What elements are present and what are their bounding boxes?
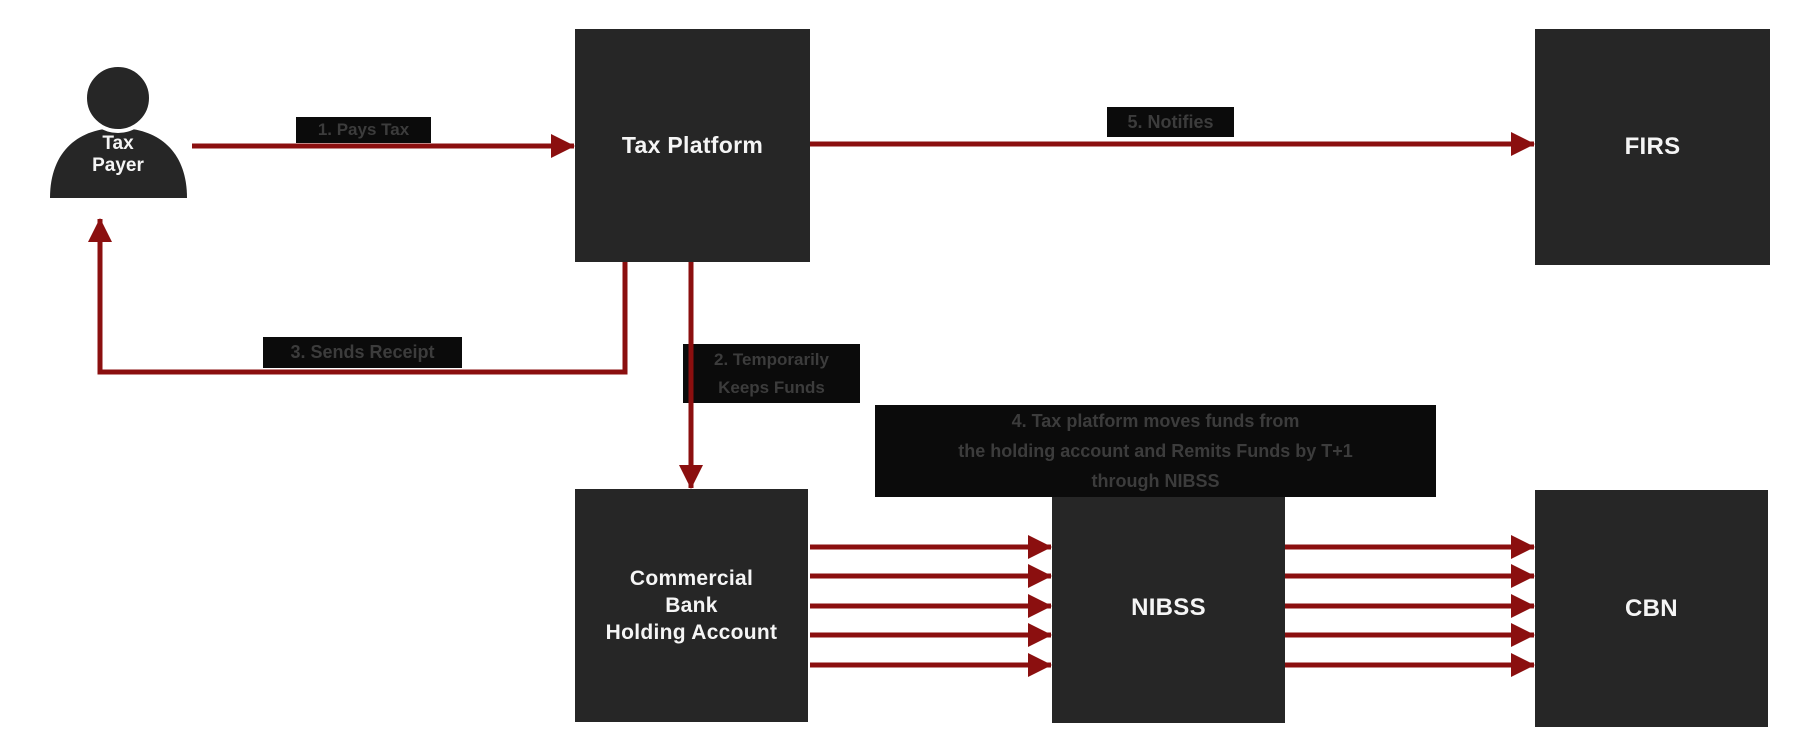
- node-firs-label: FIRS: [1624, 133, 1681, 160]
- person-body-shape: [50, 128, 187, 198]
- person-icon: [50, 63, 187, 198]
- edge-label-pays-tax: 1. Pays Tax: [296, 117, 431, 143]
- node-cbn-label: CBN: [1625, 594, 1678, 622]
- node-nibss: NIBSS: [1052, 492, 1285, 723]
- node-cbn: CBN: [1535, 490, 1768, 727]
- node-commercial-bank-label: Commercial Bank Holding Account: [605, 567, 778, 644]
- node-firs: FIRS: [1535, 29, 1770, 265]
- node-nibss-label: NIBSS: [1131, 593, 1206, 621]
- node-tax-payer-label: Tax Payer: [92, 133, 144, 176]
- edge-label-notifies: 5. Notifies: [1107, 107, 1234, 137]
- person-head-shape: [83, 63, 153, 133]
- edge-label-remits-funds: 4. Tax platform moves funds from the hol…: [875, 405, 1436, 497]
- edge-label-sends-receipt: 3. Sends Receipt: [263, 337, 462, 368]
- edge-label-keeps-funds: 2. Temporarily Keeps Funds: [683, 344, 860, 403]
- node-tax-platform-label: Tax Platform: [621, 132, 764, 158]
- node-tax-payer: Tax Payer: [40, 55, 200, 210]
- node-tax-platform: Tax Platform: [575, 29, 810, 262]
- node-commercial-bank: Commercial Bank Holding Account: [575, 489, 808, 722]
